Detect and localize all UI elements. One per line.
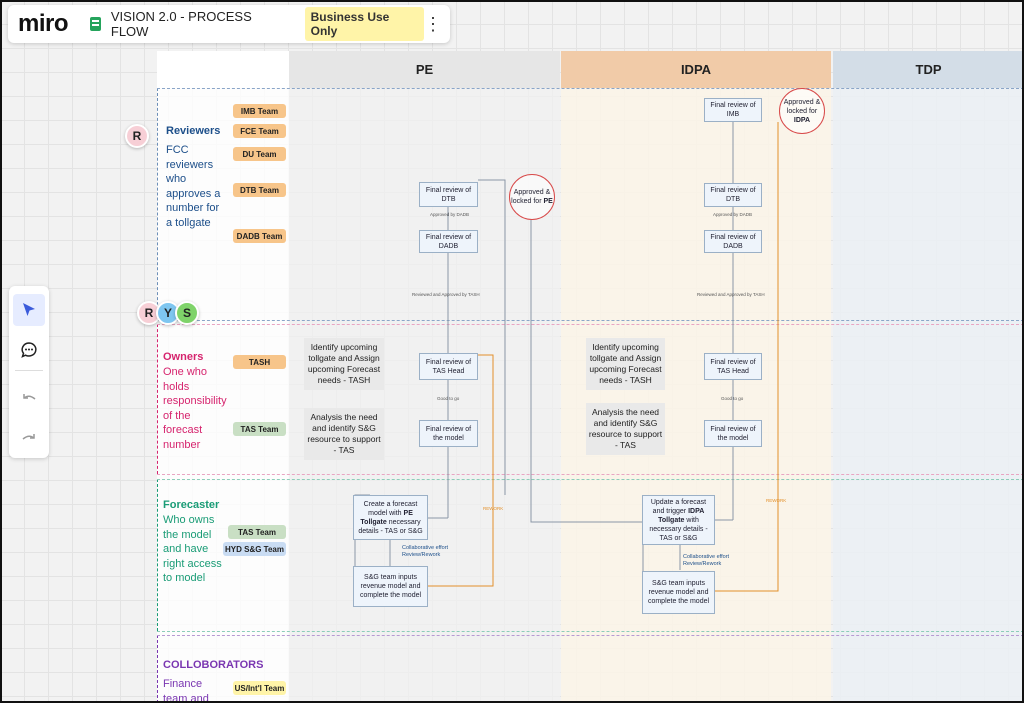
reviewers-border-bottom	[157, 320, 1024, 321]
tag-fce-team[interactable]: FCE Team	[233, 124, 286, 138]
reviewers-border-top	[157, 88, 1024, 89]
pe-final-review-dadb[interactable]: Final review of DADB	[419, 230, 478, 253]
board-icon	[90, 17, 101, 31]
idpa-rework-label: REWORK	[766, 498, 787, 503]
forecaster-description: Who owns the model and have right access…	[163, 514, 222, 584]
idpa-update-forecast[interactable]: Update a forecast and trigger IDPA Tollg…	[642, 495, 715, 545]
forecaster-title: Forecaster	[163, 499, 220, 511]
select-arrow-icon[interactable]	[13, 294, 45, 326]
tag-us-intl-team[interactable]: US/Int'l Team	[233, 681, 286, 695]
board-header: miro VISION 2.0 - PROCESS FLOW Business …	[8, 5, 450, 43]
idpa-analysis-box[interactable]: Analysis the need and identify S&G resou…	[586, 403, 665, 455]
pe-final-review-model[interactable]: Final review of the model	[419, 420, 478, 447]
tdp-column-area	[833, 88, 1024, 703]
owners-border-bottom	[157, 474, 1024, 475]
idpa-update-forecast-a: Update a forecast and trigger	[650, 498, 707, 515]
pe-create-forecast-c: necessary details - TAS or S&G	[358, 518, 423, 535]
idpa-update-forecast-c: with necessary details - TAS or S&G	[649, 516, 708, 542]
idpa-reviewed-label: Reviewed and Approved by TASH	[697, 292, 765, 297]
pe-create-forecast[interactable]: Create a forecast model with PE Tollgate…	[353, 495, 428, 540]
tag-hyd-sg-team[interactable]: HYD S&G Team	[223, 542, 286, 556]
tag-tas-team-owners[interactable]: TAS Team	[233, 422, 286, 436]
pe-create-forecast-a: Create a forecast model with	[363, 500, 418, 517]
owners-border-left	[157, 324, 158, 474]
pe-analysis-box[interactable]: Analysis the need and identify S&G resou…	[304, 408, 384, 460]
board-badge: Business Use Only	[304, 7, 424, 41]
idpa-approved-text: Approved & locked for	[783, 98, 821, 115]
colloborators-border-top	[157, 635, 1024, 636]
idpa-good-to-go: Good to go	[721, 396, 744, 401]
idpa-final-review-dadb[interactable]: Final review of DADB	[704, 230, 762, 253]
forecaster-border-top	[157, 479, 1024, 480]
pe-good-to-go: Good to go	[437, 396, 460, 401]
pe-approved-circle[interactable]: Approved & locked for PE	[509, 174, 555, 220]
idpa-collab-label: Collaborative effort Review/Rework	[683, 554, 730, 567]
pe-approved-by-dadb: Approved by DADB	[430, 212, 470, 217]
reviewers-border-left	[157, 88, 158, 320]
pe-final-review-tas-head[interactable]: Final review of TAS Head	[419, 353, 478, 380]
idpa-approved-bold: IDPA	[793, 116, 811, 124]
pe-collab-label: Collaborative effort Review/Rework	[402, 545, 449, 558]
tag-imb-team[interactable]: IMB Team	[233, 104, 286, 118]
pe-approved-text: Approved & locked for	[511, 189, 551, 205]
redo-icon[interactable]	[13, 422, 45, 454]
colloborators-description: Finance team and	[163, 678, 209, 703]
left-toolbar	[9, 286, 49, 458]
pe-identify-box[interactable]: Identify upcoming tollgate and Assign up…	[304, 338, 384, 390]
pe-final-review-dtb[interactable]: Final review of DTB	[419, 182, 478, 207]
pe-rework-label: REWORK	[483, 506, 504, 511]
tag-tas-team-forecaster[interactable]: TAS Team	[228, 525, 286, 539]
owners-description: One who holds responsibility of the fore…	[163, 366, 227, 451]
tag-dtb-team[interactable]: DTB Team	[233, 183, 286, 197]
idpa-final-review-dtb[interactable]: Final review of DTB	[704, 183, 762, 207]
reviewers-title: Reviewers	[166, 125, 221, 137]
tag-dadb-team[interactable]: DADB Team	[233, 229, 286, 243]
idpa-update-forecast-b: IDPA Tollgate	[658, 507, 705, 524]
owners-border-top	[157, 324, 1024, 325]
owners-title: Owners	[163, 351, 204, 363]
avatar-s[interactable]: S	[175, 301, 199, 325]
kebab-menu-icon[interactable]: ⋮	[424, 13, 442, 34]
comment-icon[interactable]	[13, 334, 45, 366]
miro-logo[interactable]: miro	[18, 10, 69, 37]
idpa-final-review-imb[interactable]: Final review of IMB	[704, 98, 762, 122]
column-header-blank	[157, 51, 289, 88]
idpa-approved-by-dadb: Approved by DADB	[713, 212, 753, 217]
pe-sg-inputs[interactable]: S&G team inputs revenue model and comple…	[353, 566, 428, 607]
undo-icon[interactable]	[13, 384, 45, 416]
column-header-pe[interactable]: PE	[289, 51, 560, 88]
idpa-final-review-model[interactable]: Final review of the model	[704, 420, 762, 447]
idpa-final-review-tas-head[interactable]: Final review of TAS Head	[704, 353, 762, 380]
pe-create-forecast-b: PE Tollgate	[360, 509, 413, 526]
column-header-idpa[interactable]: IDPA	[561, 51, 831, 88]
board-title[interactable]: VISION 2.0 - PROCESS FLOW	[110, 9, 252, 39]
pe-reviewed-label: Reviewed and Approved by TASH	[412, 292, 480, 297]
colloborators-border-left	[157, 635, 158, 703]
idpa-sg-inputs[interactable]: S&G team inputs revenue model and comple…	[642, 571, 715, 614]
colloborators-title: COLLOBORATORS	[163, 659, 264, 671]
idpa-approved-circle[interactable]: Approved & locked for IDPA	[779, 88, 825, 134]
idpa-identify-box[interactable]: Identify upcoming tollgate and Assign up…	[586, 338, 665, 390]
forecaster-border-left	[157, 479, 158, 631]
reviewers-description: FCC reviewers who approves a number for …	[166, 144, 221, 229]
toolbar-divider	[15, 370, 43, 371]
tag-tash[interactable]: TASH	[233, 355, 286, 369]
avatar-cursor-r[interactable]: R	[125, 124, 149, 148]
forecaster-border-bottom	[157, 631, 1024, 632]
column-header-tdp[interactable]: TDP	[833, 51, 1024, 88]
tag-du-team[interactable]: DU Team	[233, 147, 286, 161]
pe-approved-bold: PE	[543, 198, 553, 205]
